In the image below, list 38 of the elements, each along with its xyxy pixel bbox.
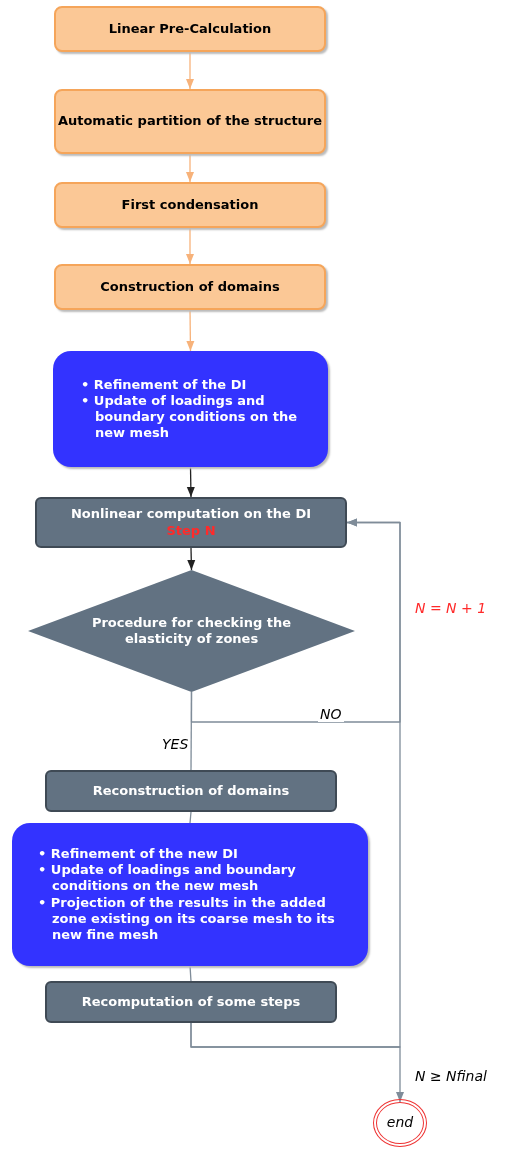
process-box bbox=[45, 981, 337, 1023]
node-text: Automatic partition of the structure bbox=[57, 113, 323, 130]
connector-line bbox=[190, 691, 193, 771]
process-box bbox=[54, 6, 326, 52]
arrow bbox=[186, 466, 195, 498]
bullet-item: • Update of loadings and boundary conditions on the new mesh bbox=[38, 862, 297, 895]
connector-line bbox=[189, 811, 192, 824]
edge-label: N ≥ Nfinal bbox=[413, 1068, 489, 1084]
bullet-item: • Refinement of the DI bbox=[81, 376, 248, 393]
process-box bbox=[54, 182, 326, 228]
arrow bbox=[185, 51, 195, 90]
arrow bbox=[186, 309, 195, 352]
arrow bbox=[187, 547, 196, 571]
bullet-item: • Projection of the results in the added zone existing on its coarse mesh to its new fine mesh bbox=[38, 894, 336, 944]
node-text: First condensation bbox=[121, 196, 259, 214]
arrow bbox=[185, 227, 195, 265]
node-text: Reconstruction of domains bbox=[92, 782, 290, 800]
bullet-item: • Refinement of the new DI bbox=[38, 845, 239, 862]
process-box bbox=[45, 770, 337, 812]
bullet-item: • Update of loadings and boundary conditions on the new mesh bbox=[81, 392, 298, 442]
edge-label: NO bbox=[318, 706, 344, 722]
process-box bbox=[54, 89, 326, 154]
connector-line bbox=[189, 965, 192, 982]
arrow bbox=[190, 1022, 405, 1103]
node-text: Construction of domains bbox=[100, 278, 280, 296]
node-text: end bbox=[386, 1114, 414, 1132]
process-box bbox=[54, 264, 326, 310]
arrow bbox=[185, 153, 195, 183]
edge-label: YES bbox=[160, 736, 191, 752]
step-label: Step N bbox=[166, 522, 216, 539]
node-text: Recomputation of some steps bbox=[81, 993, 301, 1011]
node-text: Linear Pre-Calculation bbox=[108, 20, 272, 38]
node-text: Procedure for checking the elasticity of zones bbox=[90, 614, 293, 648]
node-text: Nonlinear computation on the DI bbox=[71, 506, 311, 523]
process-box bbox=[35, 497, 347, 548]
decision-diamond bbox=[28, 570, 355, 692]
process-box bbox=[53, 351, 328, 467]
process-box bbox=[12, 823, 368, 966]
